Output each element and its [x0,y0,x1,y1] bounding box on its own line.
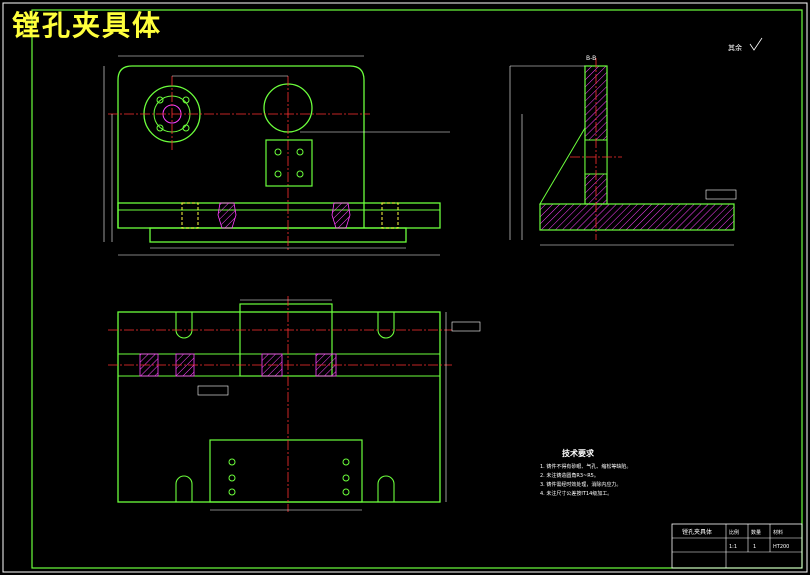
front-view-pad-hole-4 [296,170,304,178]
front-view-pad [265,139,313,187]
front-view-pad-hole-1 [274,148,282,156]
title-block-name: 镗孔夹具体 [682,528,712,536]
front-view-pad-hole-3 [274,170,282,178]
sheet-inner-border [31,9,803,569]
front-view-bolt-hole-1 [156,96,164,104]
drawing-title: 镗孔夹具体 [12,9,163,42]
top-view-pad-hole-6 [342,488,350,496]
front-view-pad-hole-2 [296,148,304,156]
top-view-body [117,311,441,503]
front-view [103,55,450,256]
front-view-hatch-left [217,202,237,229]
front-view-hatch-right [331,202,351,229]
title-block-cell: HT200 [773,544,789,550]
side-section-view: B-B [509,55,737,246]
front-view-body [117,65,365,228]
front-view-base [117,202,441,229]
top-view-slot-br [377,475,395,502]
top-view-pad-hole-5 [342,474,350,482]
surface-finish-text: 其余 [728,43,742,52]
front-view-bolt-hole-3 [156,124,164,132]
title-block-cell: 比例 [729,529,739,536]
top-view-pad-hole-3 [228,488,236,496]
top-view-upright [239,303,333,377]
front-view-slot-left [181,202,199,229]
side-view-tolerance-box [705,189,737,200]
title-block-cell: 数量 [751,529,761,536]
front-view-foot [149,227,407,243]
top-view-tolerance-box [451,321,481,332]
tech-requirements: 技术要求 1. 铸件不得有砂眼、气孔、缩松等缺陷。 2. 未注铸造圆角R3~R5… [540,448,631,497]
top-view [108,296,481,512]
surface-finish-note: 其余 [728,37,763,52]
title-block-frame [671,523,803,569]
tech-requirement-item: 3. 铸件需经时效处理，消除内应力。 [540,481,621,488]
tech-requirement-item: 2. 未注铸造圆角R3~R5。 [540,472,599,479]
top-view-pad-hole-1 [228,458,236,466]
top-view-pad-hole-2 [228,474,236,482]
side-view-section-label: B-B [586,55,596,62]
title-block: 镗孔夹具体 比例 数量 材料 1:1 1 HT200 [671,523,803,569]
title-block-cell: 材料 [773,529,783,536]
top-view-tolerance-box-2 [197,385,229,396]
top-view-slot-bl [175,475,193,502]
side-view-base [539,203,735,231]
tech-requirements-heading: 技术要求 [562,448,595,458]
front-view-slot-right [381,202,399,229]
top-view-pad-hole-4 [342,458,350,466]
front-view-bolt-hole-4 [182,124,190,132]
surface-finish-symbol [749,37,763,51]
title-block-cell: 1:1 [729,544,737,550]
front-view-bolt-hole-2 [182,96,190,104]
tech-requirement-item: 1. 铸件不得有砂眼、气孔、缩松等缺陷。 [540,463,631,470]
top-view-slot-tr [377,312,395,339]
title-block-cell: 1 [753,544,756,550]
tech-requirement-item: 4. 未注尺寸公差按IT14级加工。 [540,490,612,497]
top-view-pad [209,439,363,503]
top-view-slot-tl [175,312,193,339]
side-view-gusset [539,126,586,205]
